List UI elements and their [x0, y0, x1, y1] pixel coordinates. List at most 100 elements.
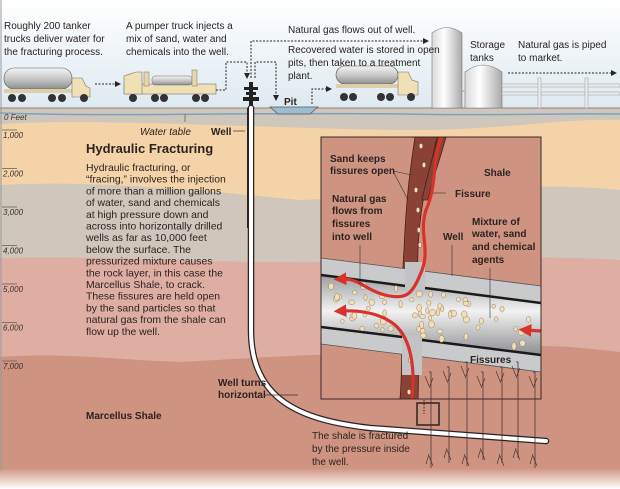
description-line: pressurized mixture causes: [86, 257, 212, 268]
fissure-branch: [495, 370, 501, 382]
fissure-branch: [511, 365, 517, 377]
description-line: natural gas from the shale can: [86, 315, 226, 326]
sand-grain: [428, 315, 433, 321]
description-line: These fissures are held open: [86, 292, 220, 303]
fissure-branch: [529, 453, 534, 465]
sand-grain: [491, 304, 496, 309]
sand-grain: [398, 300, 403, 309]
sand-grain: [414, 187, 419, 193]
fissure-line: [500, 366, 503, 463]
sand-grain: [351, 311, 358, 320]
fissure-branch: [476, 375, 482, 387]
gas-outflow-line: [250, 38, 429, 78]
depth-tick-label: 7,000: [3, 362, 24, 371]
sand-grain: [425, 307, 430, 315]
depth-tick-label: 4,000: [3, 247, 24, 256]
depth-tick-label: 3,000: [3, 208, 24, 217]
sand-grain: [428, 291, 433, 298]
sand-grain: [359, 326, 365, 332]
sand-grain: [517, 328, 525, 336]
sand-grain: [382, 299, 387, 305]
description-line: by the sand particles so that: [86, 303, 215, 314]
sand-grain: [419, 143, 424, 149]
fissure-line: [533, 371, 536, 468]
sand-grain: [513, 326, 518, 332]
sand-grain: [448, 310, 453, 319]
sand-grain: [455, 296, 461, 302]
fissure-branch: [480, 377, 486, 389]
sand-grain: [462, 301, 469, 307]
sand-grain: [419, 320, 425, 329]
description-line: across into horizontally drilled: [86, 222, 223, 233]
sand-grain: [415, 290, 423, 298]
sand-grain: [436, 328, 444, 334]
description-line: of water, sand and chemicals: [86, 198, 220, 209]
fissure-branch: [446, 372, 452, 384]
pipeline-to-market: [501, 77, 620, 109]
fissure-branch: [480, 449, 486, 461]
diagram-title: Hydraulic Fracturing: [86, 141, 213, 156]
gas-out-caption: Natural gas flows out of well.: [288, 25, 415, 36]
fissure-branch: [443, 447, 448, 459]
water-table-line: [0, 112, 620, 116]
gas-flow-arrow-fissure-bottom: [333, 304, 415, 399]
sand-grain: [387, 325, 394, 332]
fissure-line: [447, 366, 450, 463]
shale-label: Shale: [484, 168, 511, 179]
sand-grain: [419, 313, 426, 319]
sand-grain: [417, 227, 422, 233]
marcellus-shale-label: Marcellus Shale: [86, 411, 162, 422]
depth-tick-label: 5,000: [3, 285, 24, 294]
fissure-branch: [425, 453, 430, 465]
sand-grain: [511, 342, 517, 351]
sand-grain: [441, 291, 446, 298]
fissure-branch: [515, 367, 521, 379]
description-line: flow up the well.: [86, 327, 160, 338]
sand-grain: [475, 324, 481, 331]
fissure-branch: [424, 375, 430, 387]
fissure-network: [424, 361, 538, 468]
pit: [269, 106, 319, 115]
sand-grain: [436, 308, 441, 317]
sand-grain: [363, 294, 368, 301]
fissure-branch: [515, 449, 521, 461]
pit-label: Pit: [284, 97, 297, 108]
sand-grains: [328, 143, 533, 395]
bottom-fade: [0, 468, 620, 489]
fissure-line: [429, 371, 432, 468]
sand-grain: [409, 297, 415, 303]
sand-grain: [416, 303, 422, 312]
sand-grain: [374, 323, 380, 329]
mixture-flow-arrow: [518, 324, 541, 337]
depth-tick-label: 2,000: [2, 170, 24, 179]
wellhead: [243, 82, 259, 108]
description-line: wells as far as 10,000 feet: [85, 233, 207, 244]
sand-grain: [519, 339, 526, 347]
fissure-line: [516, 361, 519, 458]
fissure-branch: [532, 455, 538, 467]
sand-grain: [382, 309, 387, 317]
fissure-branch: [528, 375, 534, 387]
sand-grain: [526, 316, 532, 323]
well-casing: [247, 108, 249, 228]
gas-flow-arrow-fissure-top: [333, 137, 443, 299]
fissure-label: Fissure: [455, 189, 491, 200]
description-line: at high pressure down and: [86, 210, 209, 221]
sand-grain: [416, 207, 421, 213]
fissure-branch: [446, 449, 452, 461]
fissure-branch: [464, 455, 470, 467]
sand-grain: [463, 332, 469, 341]
fissure-branch: [499, 455, 505, 467]
zoom-box: [416, 402, 440, 426]
depth-tick-label: 6,000: [3, 324, 24, 333]
sand-grain: [340, 318, 345, 324]
fissure-branch: [496, 453, 501, 465]
